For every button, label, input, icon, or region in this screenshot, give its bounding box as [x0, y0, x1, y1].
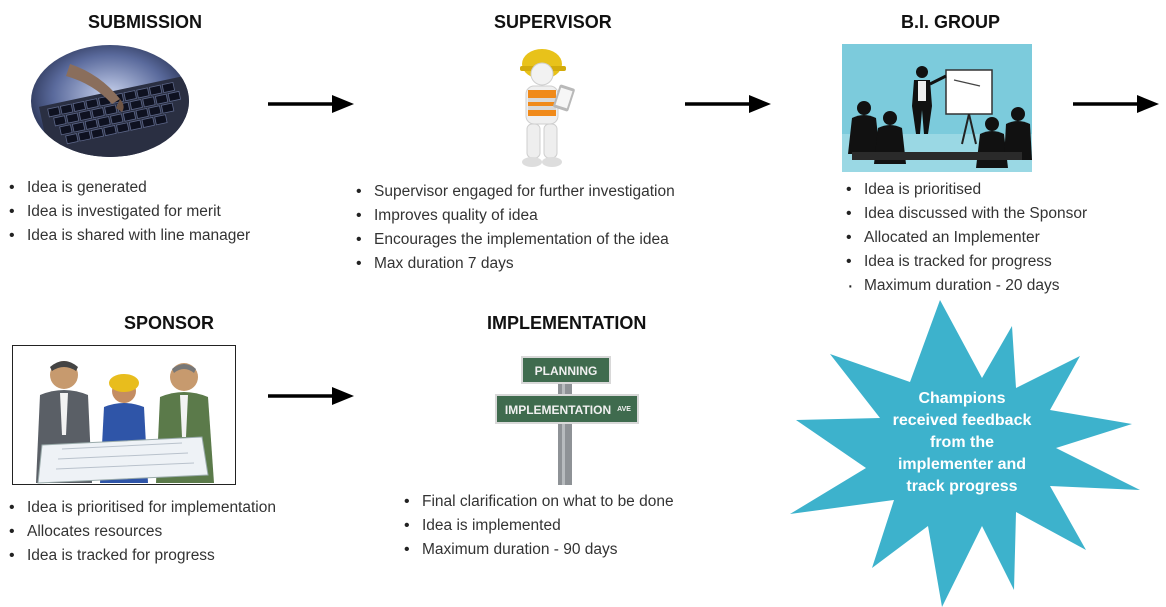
implementation-bullets: Final clarification on what to be done I… — [400, 490, 674, 562]
callout-line: implementer and — [897, 456, 1027, 473]
callout-text: Champions received feedback from the imp… — [772, 388, 1152, 498]
bullet-item: Allocates resources — [5, 520, 276, 544]
keyboard-image — [31, 45, 189, 157]
arrow-right-icon — [1073, 95, 1159, 113]
bullet-item: Idea is tracked for progress — [842, 250, 1087, 274]
submission-title: SUBMISSION — [88, 12, 203, 32]
bullet-item: Idea is shared with line manager — [5, 224, 250, 248]
callout-line: from the — [930, 434, 994, 451]
sign-bottom-label: IMPLEMENTATION — [505, 403, 611, 417]
bullet-item: Encourages the implementation of the ide… — [352, 228, 675, 252]
callout-line: track progress — [906, 478, 1018, 495]
callout-line: received feedback — [892, 412, 1032, 429]
implementation-title: IMPLEMENTATION — [487, 313, 647, 333]
bullet-item: Idea is investigated for merit — [5, 200, 250, 224]
bullet-item: Idea is prioritised for implementation — [5, 496, 276, 520]
bullet-item: Final clarification on what to be done — [400, 490, 674, 514]
arrow-right-icon — [268, 95, 354, 113]
sponsor-title: SPONSOR — [124, 313, 215, 333]
bullet-item: Idea is tracked for progress — [5, 544, 276, 568]
bullet-item: Idea discussed with the Sponsor — [842, 202, 1087, 226]
bi-group-title: B.I. GROUP — [901, 12, 1001, 32]
sign-bottom-suffix: AVE — [617, 406, 631, 413]
supervisor-title: SUPERVISOR — [494, 12, 612, 32]
callout-line: Champions — [918, 390, 1006, 407]
bullet-item: Max duration 7 days — [352, 252, 675, 276]
bullet-item: Idea is generated — [5, 176, 250, 200]
bi-group-bullets: Idea is prioritised Idea discussed with … — [842, 178, 1087, 298]
bullet-item: Supervisor engaged for further investiga… — [352, 180, 675, 204]
street-sign-image: PLANNING IMPLEMENTATION AVE — [495, 356, 639, 485]
bullet-item: Maximum duration - 20 days — [842, 274, 1087, 298]
bullet-item: Allocated an Implementer — [842, 226, 1087, 250]
bullet-item: Idea is prioritised — [842, 178, 1087, 202]
starburst-shape — [790, 300, 1140, 607]
arrow-right-icon — [685, 95, 771, 113]
bullet-item: Idea is implemented — [400, 514, 674, 538]
bullet-item: Maximum duration - 90 days — [400, 538, 674, 562]
supervisor-bullets: Supervisor engaged for further investiga… — [352, 180, 675, 276]
sponsor-bullets: Idea is prioritised for implementation A… — [5, 496, 276, 568]
sign-top-label: PLANNING — [535, 364, 598, 378]
meeting-presentation-image — [842, 44, 1032, 172]
arrow-right-icon — [268, 387, 354, 405]
sponsor-group-image — [12, 345, 236, 485]
submission-bullets: Idea is generated Idea is investigated f… — [5, 176, 250, 248]
bullet-item: Improves quality of idea — [352, 204, 675, 228]
champions-callout: Champions received feedback from the imp… — [790, 300, 1166, 607]
supervisor-figure-image — [520, 49, 575, 167]
